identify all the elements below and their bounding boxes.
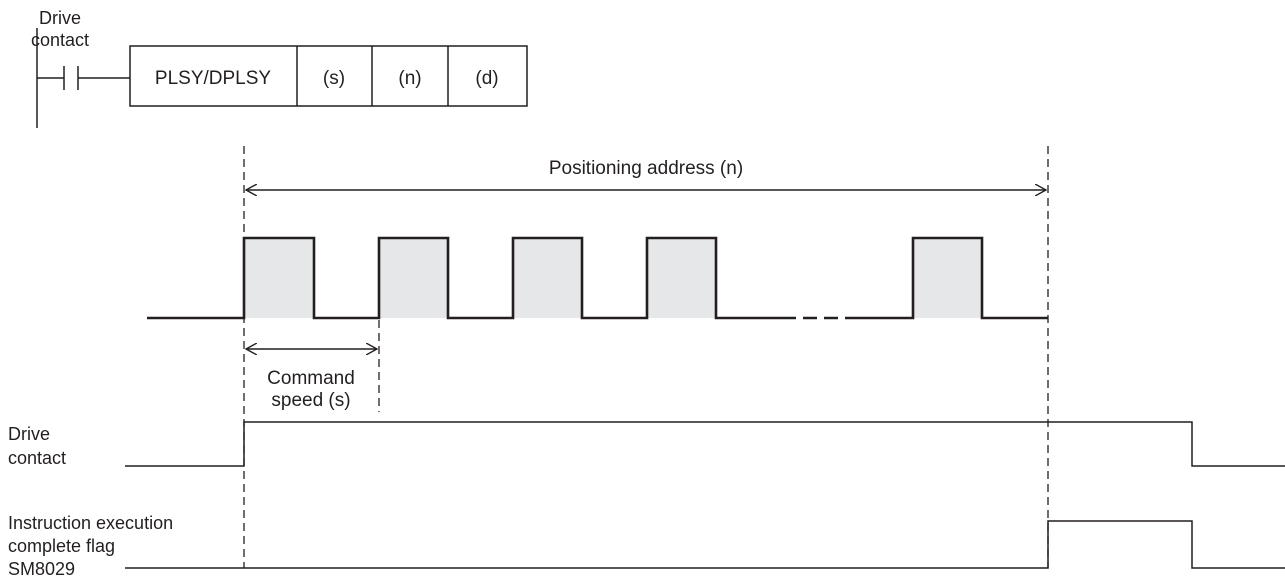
flag-label-line1: Instruction execution <box>8 513 173 533</box>
operand-d: (d) <box>475 68 498 89</box>
operand-n: (n) <box>398 68 421 89</box>
instruction-box <box>129 45 528 107</box>
command-speed-label-line2: speed (s) <box>271 390 350 411</box>
flag-signal-waveform <box>125 520 1285 569</box>
command-speed-dimension: Command speed (s) <box>246 349 377 411</box>
positioning-address-dimension: Positioning address (n) <box>246 158 1046 190</box>
instruction-name: PLSY/DPLSY <box>155 68 271 89</box>
command-speed-label-line1: Command <box>267 368 355 389</box>
pulse-fill-4 <box>647 238 716 318</box>
ladder-contact-label-line1: Drive <box>39 8 81 28</box>
drive-signal-label-line2: contact <box>8 448 66 468</box>
guide-lines <box>243 146 1049 568</box>
complete-flag-signal: Instruction execution complete flag SM80… <box>8 513 1285 579</box>
pulse-fill-5 <box>913 238 982 318</box>
ladder-rung: Drive contact PLSY/DPLSY (s) (n) (d) <box>31 8 528 128</box>
instruction-block: PLSY/DPLSY (s) (n) (d) <box>129 45 528 107</box>
flag-label-line3: SM8029 <box>8 559 75 579</box>
drive-contact-signal: Drive contact <box>8 421 1285 468</box>
pulse-waveform-last <box>848 236 1048 320</box>
drive-signal-waveform <box>125 421 1285 467</box>
pulse-train <box>147 236 1048 320</box>
pulse-fill-2 <box>379 238 448 318</box>
pulse-waveform <box>147 236 782 320</box>
positioning-address-label: Positioning address (n) <box>549 158 743 179</box>
drive-signal-label-line1: Drive <box>8 424 50 444</box>
normally-open-contact-icon <box>63 66 79 90</box>
ladder-contact-label-line2: contact <box>31 30 89 50</box>
pulse-fill-1 <box>244 238 314 318</box>
pulse-fill-3 <box>513 238 582 318</box>
flag-label-line2: complete flag <box>8 536 115 556</box>
operand-s: (s) <box>323 68 345 89</box>
